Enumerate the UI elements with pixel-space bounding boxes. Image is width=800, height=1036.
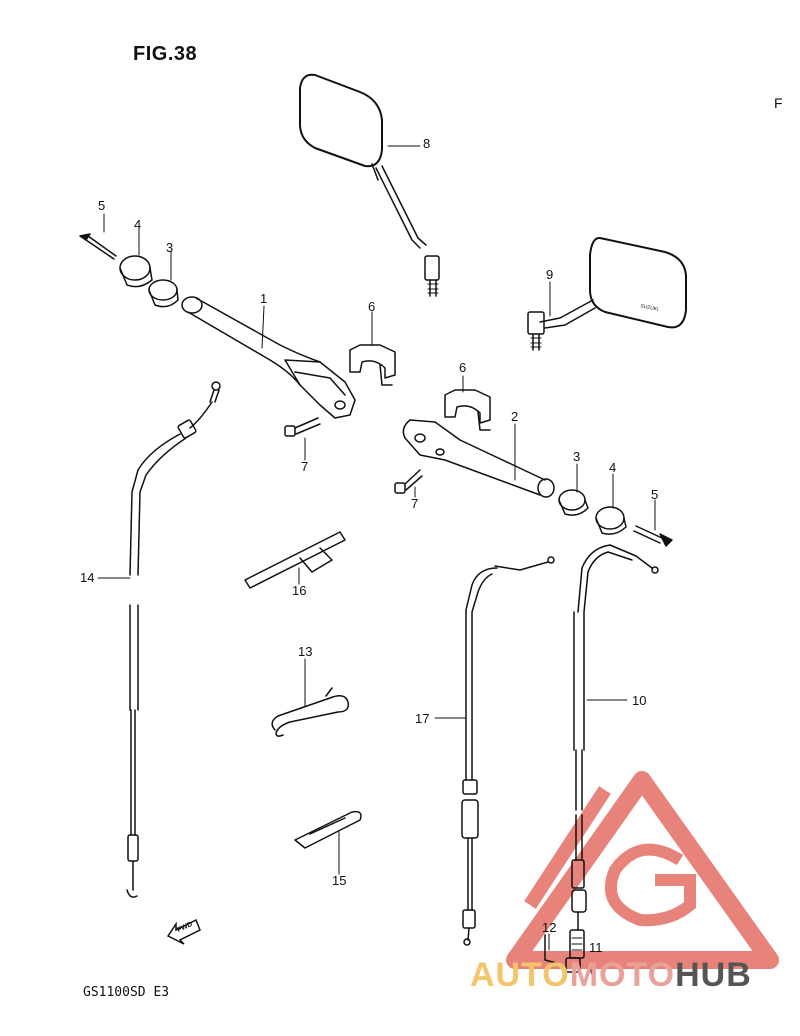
- callout-8: 8: [423, 136, 431, 151]
- handlebar-right-2: [402, 419, 555, 498]
- callout-2: 2: [511, 409, 519, 424]
- figure-title: FIG.38: [133, 43, 198, 65]
- watermark-part-moto: MOTO: [569, 956, 676, 994]
- bolt-left-5: [79, 233, 117, 260]
- nut-11: [565, 957, 595, 981]
- callout-6-left: 6: [368, 299, 376, 314]
- callout-3-left: 3: [166, 240, 174, 255]
- callout-4-right: 4: [609, 460, 617, 475]
- callout-17: 17: [415, 711, 430, 726]
- callout-9: 9: [546, 267, 554, 282]
- strap-16: [244, 531, 346, 589]
- holder-right-6: [444, 389, 491, 431]
- bolt-right-5: [633, 525, 673, 547]
- handlebar-left-1: [181, 296, 356, 419]
- clip-13: [271, 687, 350, 737]
- callout-14: 14: [80, 570, 95, 585]
- callout-6-right: 6: [459, 360, 467, 375]
- callout-7-left: 7: [301, 459, 309, 474]
- watermark-part-hub: HUB: [675, 956, 752, 994]
- pin-12: [544, 934, 561, 965]
- watermark-logo: AUTOMOTOHUB: [470, 956, 752, 995]
- mirror-left-8: [299, 73, 440, 297]
- grip-left-3: [148, 279, 179, 308]
- grip-right-3: [558, 489, 589, 516]
- edge-mark: F: [774, 95, 783, 111]
- callout-5-left: 5: [98, 198, 106, 213]
- callout-16: 16: [292, 583, 307, 598]
- watermark-part-auto: AUTO: [470, 956, 570, 994]
- cable-10: [569, 544, 659, 959]
- watermark-triangle: [506, 771, 779, 969]
- model-label: GS1100SD E3: [83, 985, 170, 1000]
- bolt-right-7: [394, 469, 423, 494]
- callout-4-left: 4: [134, 217, 142, 232]
- callout-10: 10: [632, 693, 647, 708]
- bar-end-weight-left-4: [119, 255, 153, 288]
- bolt-left-7: [284, 417, 321, 437]
- holder-left-6: [349, 344, 396, 386]
- mirror-right-9: [527, 236, 687, 351]
- callout-12: 12: [542, 920, 557, 935]
- cable-14: [126, 381, 221, 898]
- callout-13: 13: [298, 644, 313, 659]
- clamp-15: [294, 810, 362, 849]
- leader-lines: [97, 145, 656, 951]
- callout-15: 15: [332, 873, 347, 888]
- callout-1: 1: [260, 291, 268, 306]
- callout-3-right: 3: [573, 449, 581, 464]
- cable-17: [461, 556, 555, 946]
- bar-end-weight-right-4: [595, 506, 627, 535]
- callout-11: 11: [589, 940, 603, 955]
- callout-7-right: 7: [411, 496, 419, 511]
- callout-5-right: 5: [651, 487, 659, 502]
- fwd-arrow-icon: [166, 918, 201, 945]
